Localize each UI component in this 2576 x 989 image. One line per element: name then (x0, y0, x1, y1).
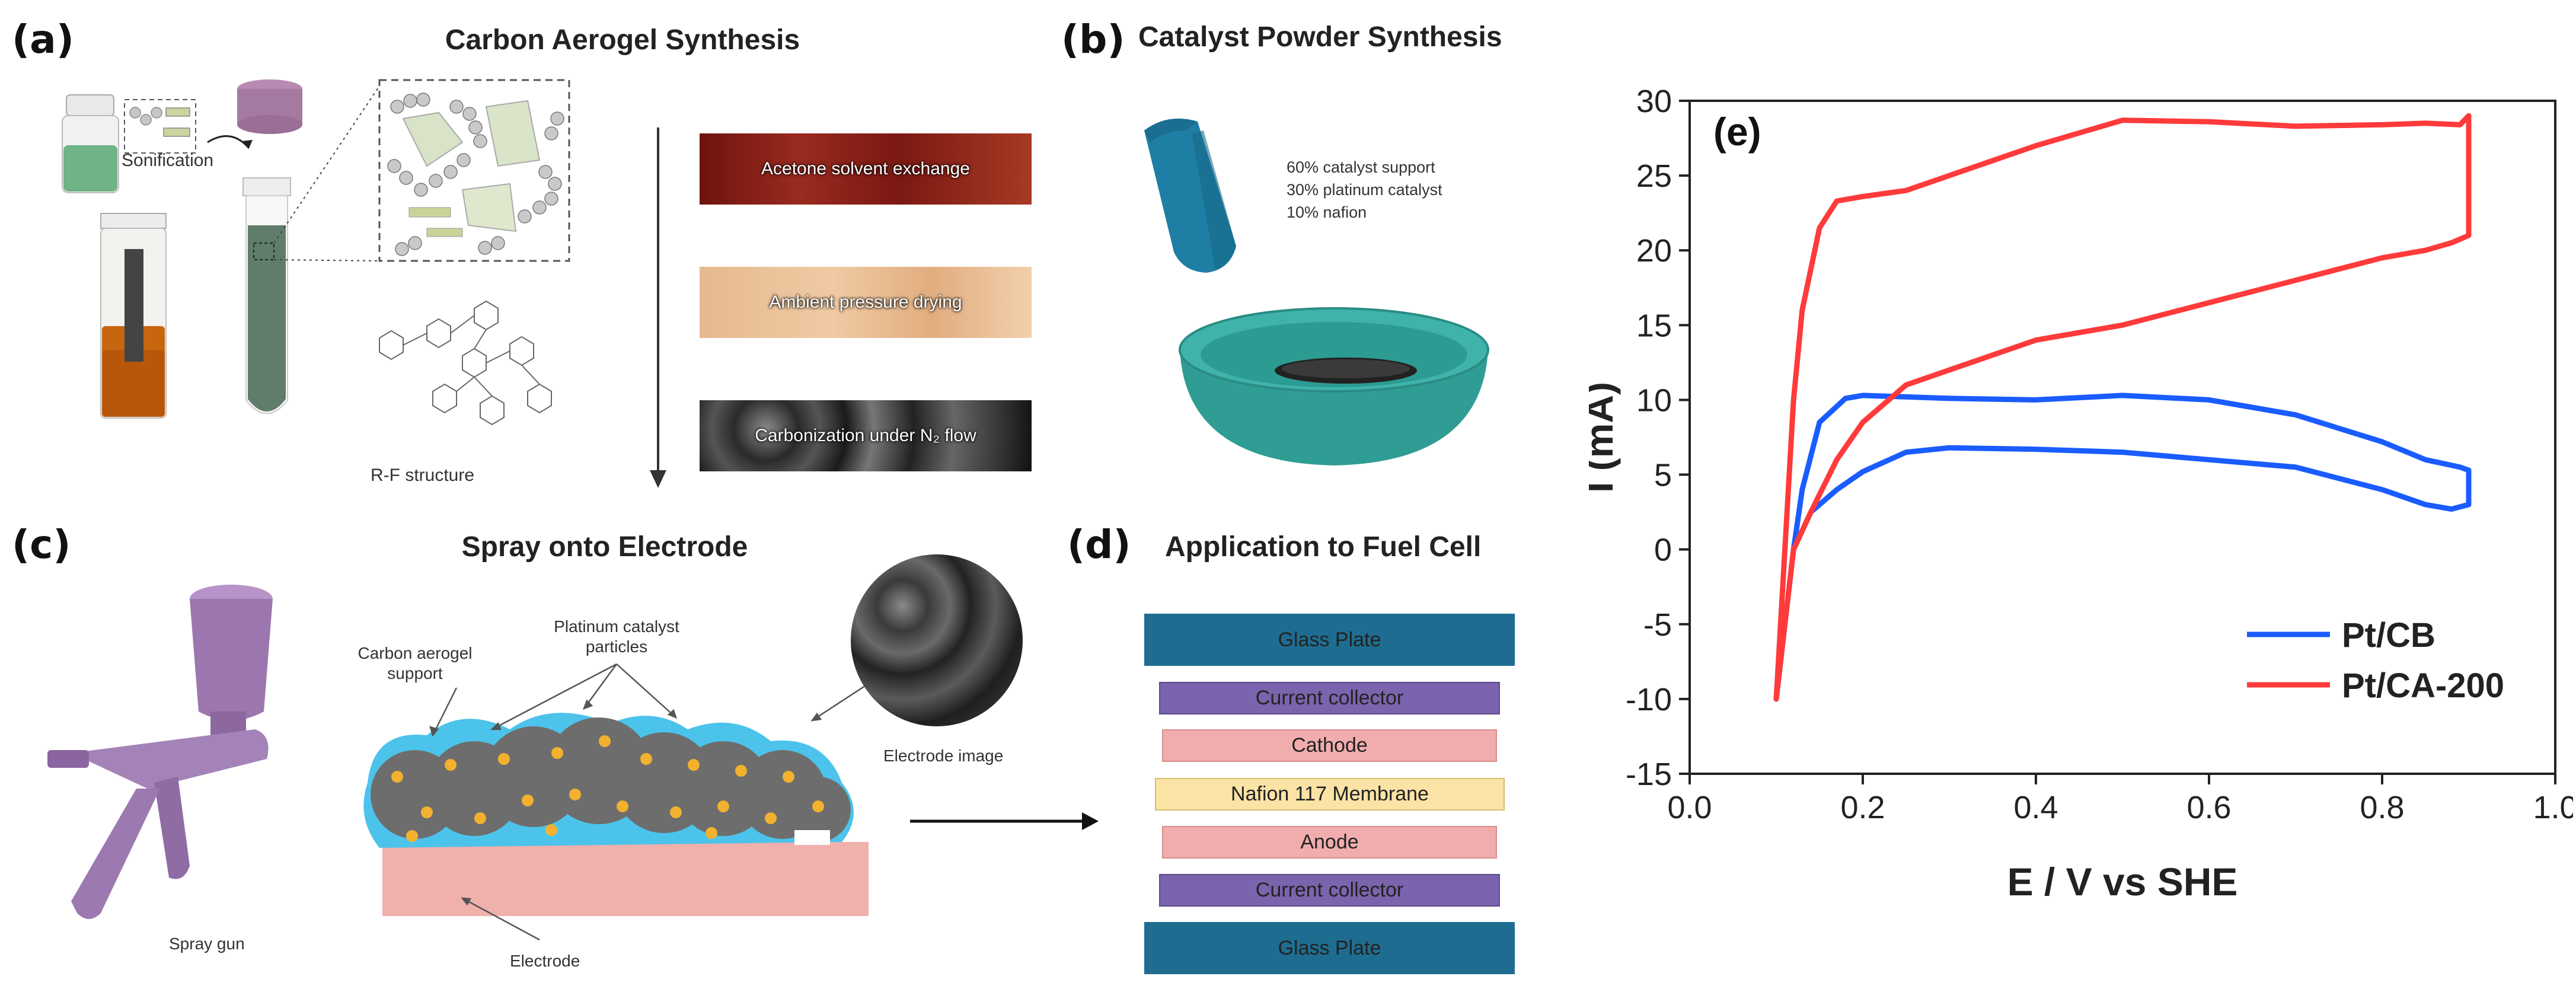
y-tick-label: 15 (1636, 308, 1672, 343)
y-axis-label: I (mA) (1589, 382, 1621, 493)
series-layer (1773, 113, 2472, 702)
plot-frame (1688, 100, 2556, 775)
panel-e-letter: (e) (1713, 110, 1761, 154)
vial-cap-icon (237, 79, 302, 134)
layer-glass-plate-bottom: Glass Plate (1144, 922, 1515, 974)
electrode-image-label: Electrode image (883, 746, 1004, 765)
layer-current-collector-top: Current collector (1159, 682, 1500, 714)
panel-c-letter: (c) (12, 522, 71, 567)
x-tick-label: 1.0 (2533, 790, 2573, 825)
y-tick-label: 30 (1636, 84, 1672, 119)
sonification-label: Sonification (122, 151, 214, 170)
electrode-image-photo (851, 554, 1023, 726)
layer-cathode: Cathode (1162, 729, 1497, 762)
x-tick-label: 0.4 (2013, 790, 2058, 825)
test-tube-icon (242, 177, 291, 414)
aerogel-synthesis-illustration (62, 79, 570, 426)
rf-structure-sketch (379, 300, 552, 426)
rf-structure-label: R-F structure (371, 465, 475, 485)
spray-gun-icon (47, 585, 273, 919)
legend-label-1: Pt/CA-200 (2342, 666, 2504, 705)
panel-c-callout-lines (429, 663, 881, 941)
cv-chart: 0.0 0.2 0.4 0.6 0.8 1.0 -15 -10 -5 0 5 10 15 20 25 30 I… (1589, 84, 2573, 904)
step-photo-acetone: Acetone solvent exchange (700, 133, 1032, 205)
layer-nafion-membrane: Nafion 117 Membrane (1155, 778, 1505, 811)
layer-anode: Anode (1162, 826, 1497, 859)
mortar-and-pestle-icon (1144, 119, 1489, 465)
sonication-bottle-icon (62, 94, 119, 193)
legend-label-0: Pt/CB (2342, 616, 2435, 655)
y-tick-label: 0 (1654, 532, 1672, 568)
panel-b-title: Catalyst Powder Synthesis (1138, 21, 1502, 53)
carbon-support-label: Carbon aerogel support (357, 644, 473, 682)
aerogel-nanostructure-zoom (378, 79, 570, 262)
series-line-0 (1773, 393, 2472, 702)
y-tick-label: -5 (1643, 607, 1672, 643)
catalyst-layer-illustration (363, 713, 869, 916)
layer-current-collector-bottom: Current collector (1159, 874, 1500, 907)
y-tick-label: 20 (1636, 233, 1672, 269)
panel-a-title: Carbon Aerogel Synthesis (445, 24, 800, 56)
panel-b-letter: (b) (1061, 17, 1125, 62)
mortar-icon (1179, 307, 1489, 465)
x-tick-label: 0.8 (2360, 790, 2404, 825)
pestle-icon (1144, 119, 1236, 273)
y-tick-label: -10 (1626, 682, 1672, 717)
step-photo-drying: Ambient pressure drying (700, 267, 1032, 338)
to-fuel-cell-arrow (910, 812, 1099, 830)
x-tick-label: 0.2 (1840, 790, 1885, 825)
electrode-label: Electrode (510, 952, 580, 970)
pt-particles-label: Platinum catalyst particles (554, 617, 679, 656)
panel-a-letter: (a) (12, 17, 74, 62)
y-tick-label: 10 (1636, 382, 1672, 418)
x-tick-label: 0.6 (2186, 790, 2231, 825)
x-tick-label: 0.0 (1667, 790, 1712, 825)
axis-ticks: 0.0 0.2 0.4 0.6 0.8 1.0 -15 -10 -5 0 5 10 15 20 25 30 (1626, 84, 2573, 825)
panel-d-title: Application to Fuel Cell (1165, 531, 1482, 563)
spray-gun-label: Spray gun (169, 934, 245, 953)
x-axis-label: E / V vs SHE (2007, 860, 2238, 904)
y-tick-label: -15 (1626, 757, 1672, 792)
y-tick-label: 25 (1636, 158, 1672, 194)
legend: Pt/CB Pt/CA-200 (2247, 616, 2504, 705)
composition-support: 60% catalyst support (1287, 158, 1435, 176)
composition-platinum: 30% platinum catalyst (1287, 181, 1442, 199)
reaction-vial-icon (100, 213, 167, 419)
panel-c-title: Spray onto Electrode (461, 531, 748, 563)
layer-glass-plate-top: Glass Plate (1144, 614, 1515, 666)
process-arrow (650, 127, 666, 488)
y-tick-label: 5 (1654, 458, 1672, 493)
composition-nafion: 10% nafion (1287, 203, 1367, 221)
series-line-1 (1773, 113, 2472, 702)
panel-d-letter: (d) (1067, 522, 1131, 567)
step-photo-carbonization: Carbonization under N₂ flow (700, 400, 1032, 471)
